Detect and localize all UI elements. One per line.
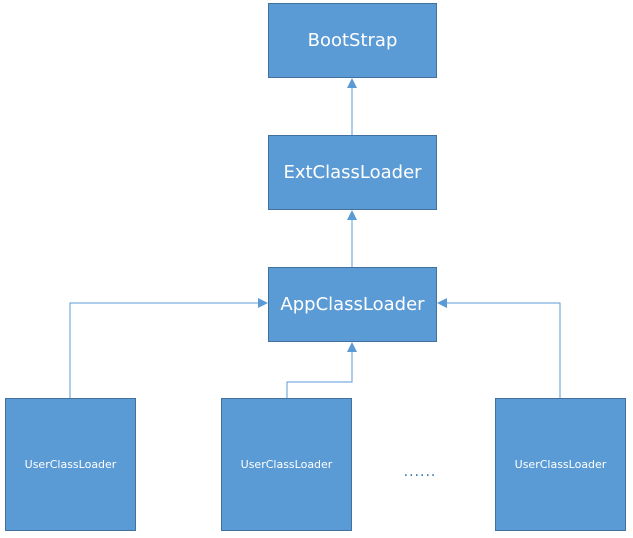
user-classloader-node-3: UserClassLoader <box>495 398 626 531</box>
ext-classloader-label: ExtClassLoader <box>283 162 422 183</box>
app-classloader-label: AppClassLoader <box>280 294 425 315</box>
user-classloader-label-1: UserClassLoader <box>24 458 117 471</box>
user-classloader-label-3: UserClassLoader <box>514 458 607 471</box>
bootstrap-node: BootStrap <box>268 3 437 78</box>
user-classloader-node-2: UserClassLoader <box>221 398 352 531</box>
ext-classloader-node: ExtClassLoader <box>268 135 437 210</box>
edge-user2-to-app <box>286 342 357 398</box>
edge-user1-to-app <box>69 298 268 398</box>
edge-user3-to-app <box>437 298 561 398</box>
more-loaders-ellipsis: ...... <box>403 464 437 480</box>
bootstrap-label: BootStrap <box>307 30 398 51</box>
user-classloader-label-2: UserClassLoader <box>240 458 333 471</box>
user-classloader-node-1: UserClassLoader <box>5 398 136 531</box>
app-classloader-node: AppClassLoader <box>268 267 437 342</box>
